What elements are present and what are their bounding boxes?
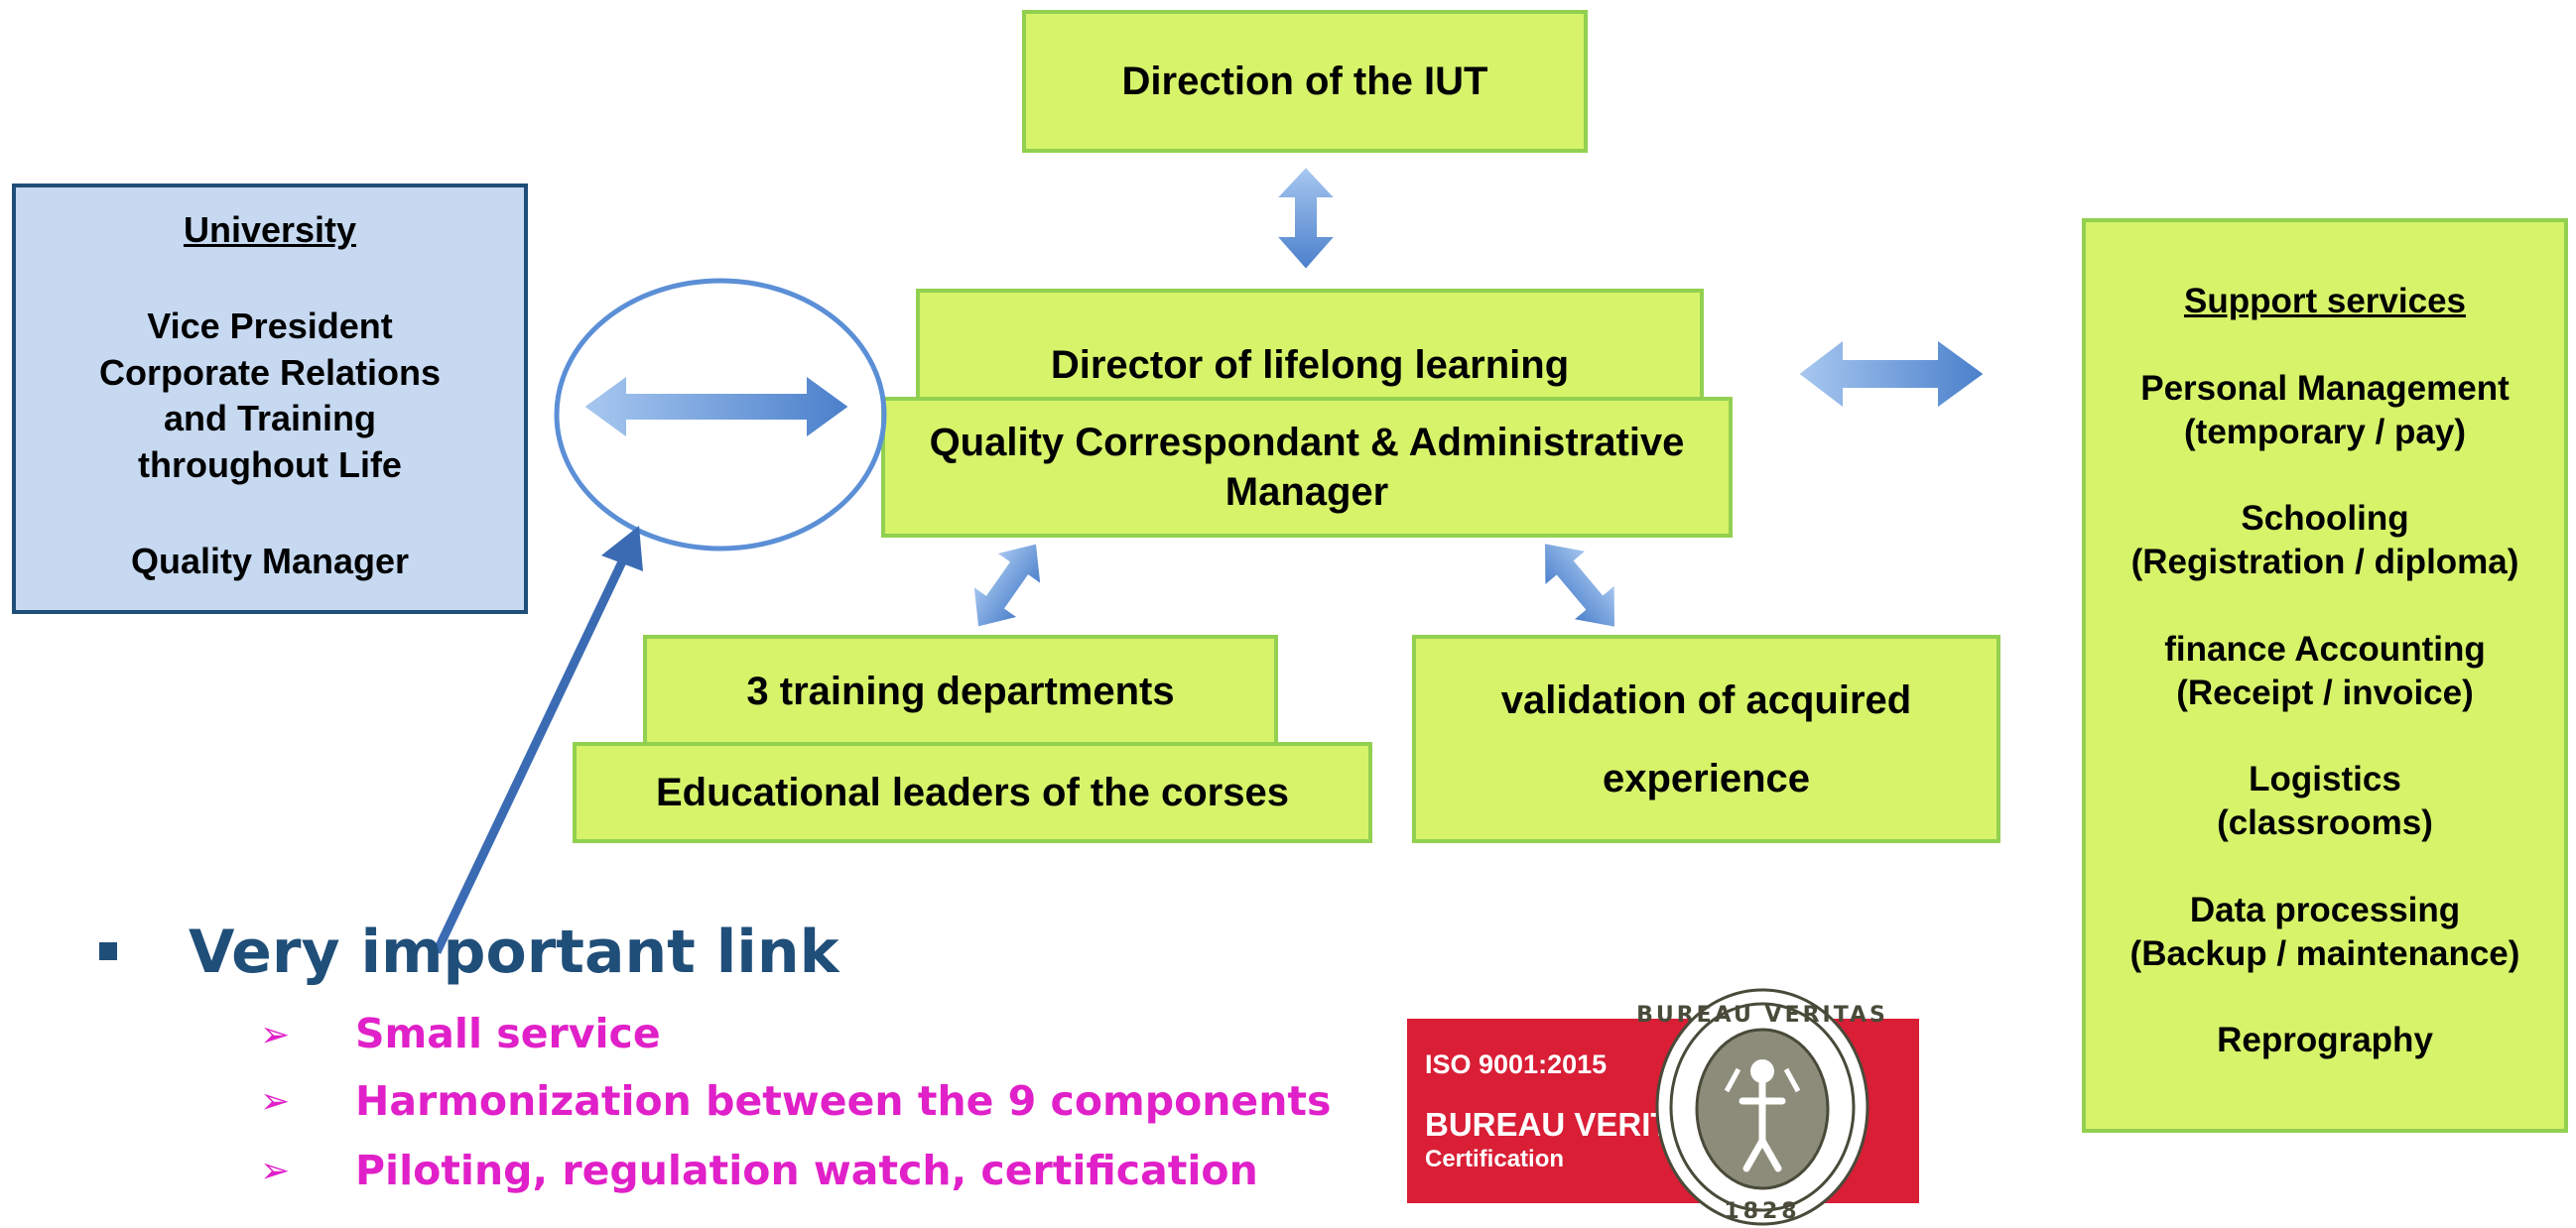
- training-departments-label: 3 training departments: [746, 670, 1175, 713]
- training-departments-box: 3 training departments: [643, 635, 1278, 748]
- pointer-arrowhead: [601, 526, 643, 571]
- arrow-quality-training: [971, 542, 1043, 629]
- bullet-sub-1: Small service: [355, 1010, 661, 1057]
- logo-cert-text: Certification: [1425, 1146, 1565, 1172]
- university-role-line4: throughout Life: [138, 444, 402, 486]
- support-item-reprography-name: Reprography: [2217, 1021, 2433, 1060]
- link-highlight-ellipse: [554, 278, 887, 552]
- university-role-line2: Corporate Relations: [98, 351, 442, 393]
- university-role-line3: and Training: [163, 398, 376, 439]
- quality-box: Quality Correspondant & Administrative M…: [881, 397, 1733, 538]
- bullet-arrow-icon: ➢: [260, 1081, 291, 1122]
- pointer-line: [432, 553, 630, 954]
- support-item-logistics-name: Logistics: [2249, 760, 2401, 799]
- quality-label: Quality Correspondant & Administrative M…: [929, 421, 1685, 514]
- arrow-director-support: [1796, 336, 1987, 412]
- arrow-university-link: [581, 373, 851, 440]
- support-services-box: Support services Personal Management (te…: [2082, 218, 2568, 1133]
- university-title: University: [183, 209, 357, 250]
- bullet-square-icon: [99, 942, 117, 960]
- bullet-sub-3: Piloting, regulation watch, certificatio…: [355, 1147, 1258, 1194]
- arrow-quality-validation: [1542, 541, 1617, 630]
- support-item-data-name: Data processing: [2189, 890, 2461, 929]
- bullet-arrow-icon: ➢: [260, 1015, 291, 1055]
- logo-seal-text: BUREAU VERITAS: [1636, 1003, 1888, 1028]
- direction-label: Direction of the IUT: [1121, 60, 1488, 103]
- bureau-veritas-seal-icon: BUREAU VERITAS 1828: [1636, 988, 1888, 1226]
- support-item-finance-name: finance Accounting: [2164, 629, 2486, 669]
- validation-box: validation of acquired experience: [1412, 635, 2000, 843]
- university-box: University Vice President Corporate Rela…: [12, 184, 528, 614]
- director-label: Director of lifelong learning: [1050, 343, 1570, 387]
- support-services-title: Support services: [2184, 282, 2466, 320]
- educational-leaders-box: Educational leaders of the corses: [573, 742, 1372, 843]
- support-item-data-detail: (Backup / maintenance): [2129, 933, 2520, 973]
- support-item-schooling-name: Schooling: [2241, 499, 2409, 539]
- validation-label-line2: experience: [1602, 756, 1811, 800]
- arrow-direction-director: [1273, 165, 1339, 272]
- support-item-finance-detail: (Receipt / invoice): [2176, 673, 2474, 712]
- direction-box: Direction of the IUT: [1022, 10, 1588, 153]
- bullet-sub-2: Harmonization between the 9 components: [355, 1077, 1332, 1125]
- logo-year-text: 1828: [1724, 1199, 1800, 1224]
- support-item-personal-name: Personal Management: [2140, 368, 2510, 408]
- bullet-main: Very important link: [189, 918, 839, 987]
- university-quality-manager: Quality Manager: [130, 540, 410, 581]
- university-role-line1: Vice President: [147, 305, 393, 346]
- validation-label-line1: validation of acquired: [1500, 677, 1912, 722]
- educational-leaders-label: Educational leaders of the corses: [656, 771, 1289, 814]
- support-item-schooling-detail: (Registration / diploma): [2130, 543, 2519, 581]
- logo-iso-text: ISO 9001:2015: [1425, 1049, 1608, 1079]
- support-item-personal-detail: (temporary / pay): [2184, 412, 2466, 451]
- bullet-arrow-icon: ➢: [260, 1151, 291, 1191]
- support-item-logistics-detail: (classrooms): [2217, 803, 2433, 842]
